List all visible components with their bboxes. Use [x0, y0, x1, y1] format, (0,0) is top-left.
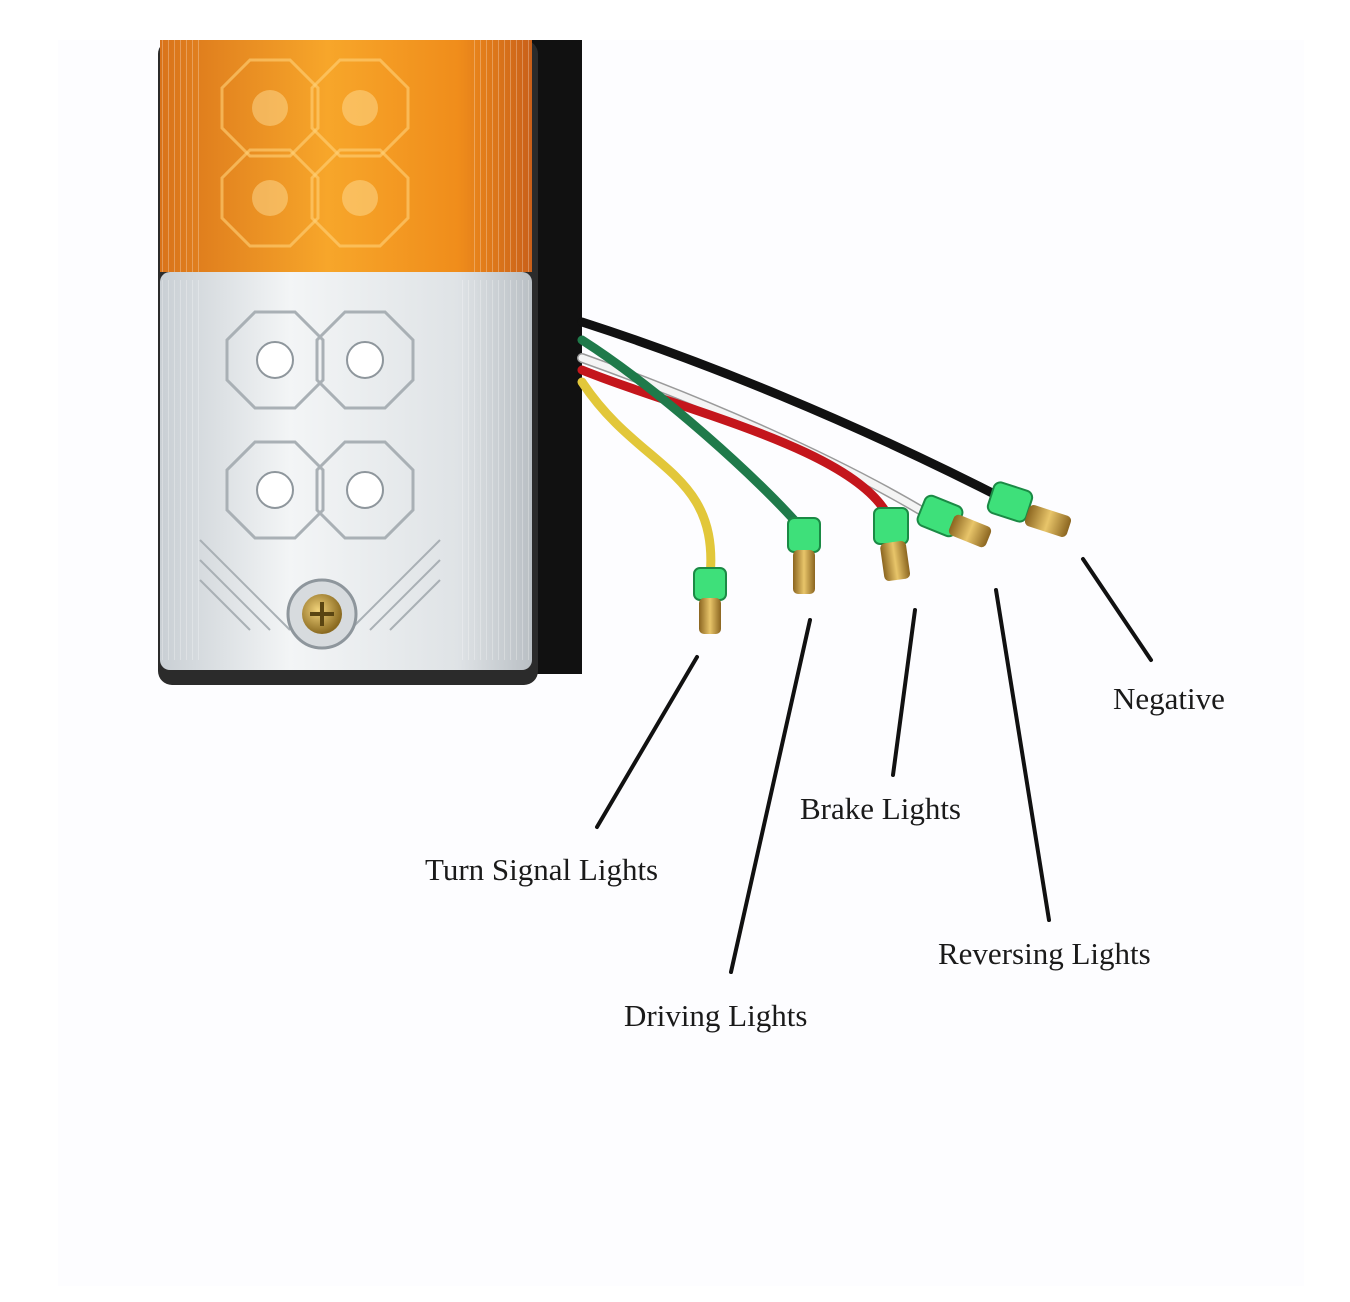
label-turn-signal-lights: Turn Signal Lights: [425, 852, 659, 887]
leader-turn-signal: [595, 655, 699, 829]
leader-driving: [729, 618, 812, 974]
wire-bundle: [577, 317, 1015, 583]
mounting-screw: [286, 578, 358, 650]
label-driving-lights: Driving Lights: [624, 998, 808, 1033]
connector-negative: [986, 481, 1072, 537]
label-negative: Negative: [1113, 681, 1225, 716]
wire-driving: [577, 335, 808, 535]
leader-brake: [891, 608, 917, 777]
connector-driving: [787, 517, 821, 594]
connector-brake: [873, 507, 911, 581]
label-reversing-lights: Reversing Lights: [938, 936, 1151, 971]
wire-negative: [577, 317, 1015, 507]
amber-indicator-lens: [160, 40, 532, 272]
leader-reversing: [994, 588, 1051, 922]
clear-reversing-lens: [160, 272, 532, 670]
wire-turn-signal: [577, 377, 716, 583]
connector-reversing: [916, 494, 992, 548]
connector-turn-signal: [693, 567, 727, 634]
leader-negative: [1081, 557, 1153, 662]
leader-lines: [595, 557, 1153, 974]
label-brake-lights: Brake Lights: [800, 791, 961, 826]
wire-brake: [577, 365, 895, 525]
